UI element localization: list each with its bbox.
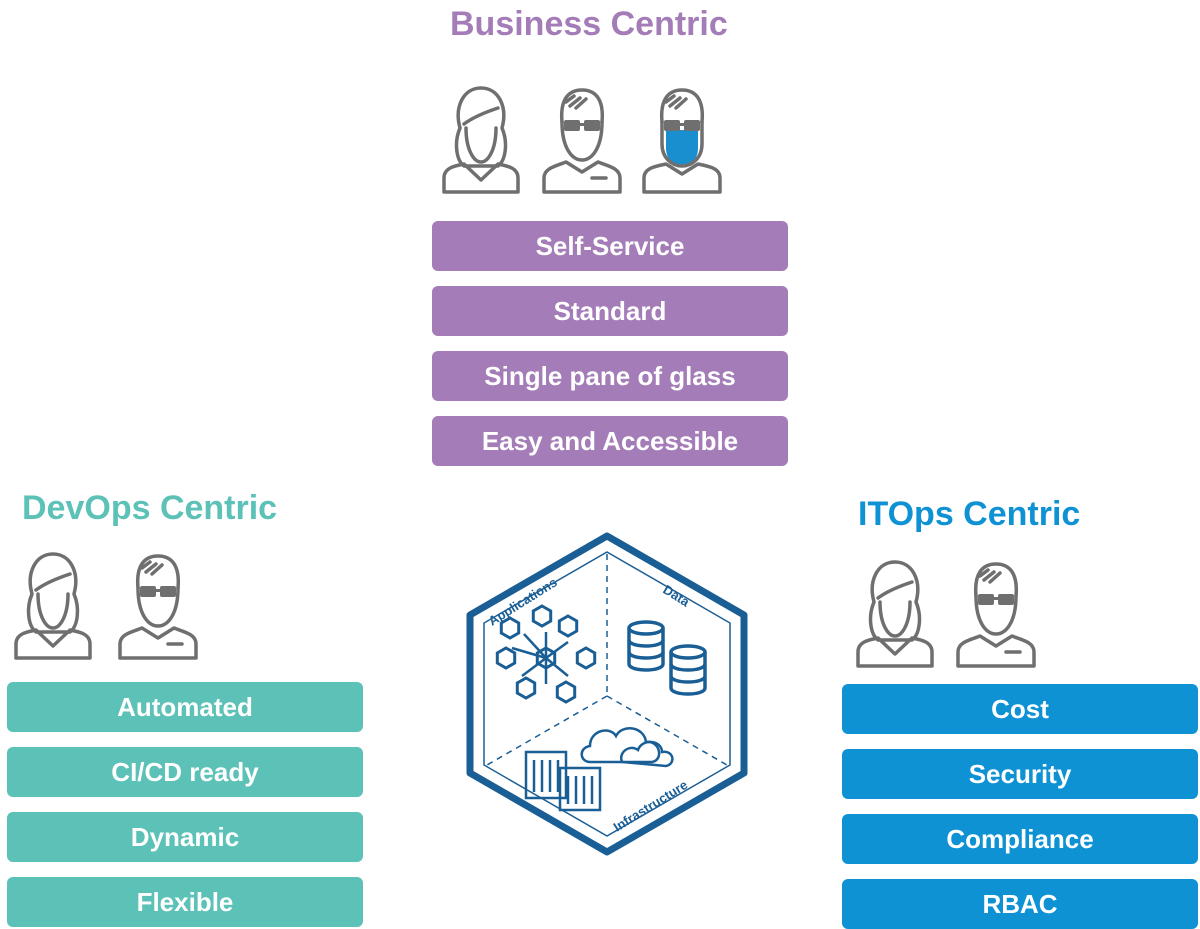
itops-centric-title: ITOps Centric <box>858 495 1081 533</box>
business-item-self-service: Self-Service <box>432 221 788 271</box>
business-item-single-pane: Single pane of glass <box>432 351 788 401</box>
devops-centric-title: DevOps Centric <box>22 489 278 527</box>
cloud-containers-icon <box>524 727 674 812</box>
business-people-icon <box>436 82 736 197</box>
itops-item-compliance: Compliance <box>842 814 1198 864</box>
devops-item-flexible: Flexible <box>7 877 363 927</box>
itops-item-security: Security <box>842 749 1198 799</box>
itops-people-icon <box>850 556 1060 671</box>
devops-item-dynamic: Dynamic <box>7 812 363 862</box>
devops-item-cicd-ready: CI/CD ready <box>7 747 363 797</box>
itops-item-cost: Cost <box>842 684 1198 734</box>
database-icon <box>627 620 707 696</box>
business-centric-title: Business Centric <box>450 5 728 43</box>
platform-hexagon: Applications Data Infrastructure <box>462 530 752 865</box>
applications-network-icon <box>495 604 597 704</box>
business-item-standard: Standard <box>432 286 788 336</box>
devops-item-automated: Automated <box>7 682 363 732</box>
itops-item-rbac: RBAC <box>842 879 1198 929</box>
devops-people-icon <box>8 548 218 663</box>
business-item-easy-accessible: Easy and Accessible <box>432 416 788 466</box>
